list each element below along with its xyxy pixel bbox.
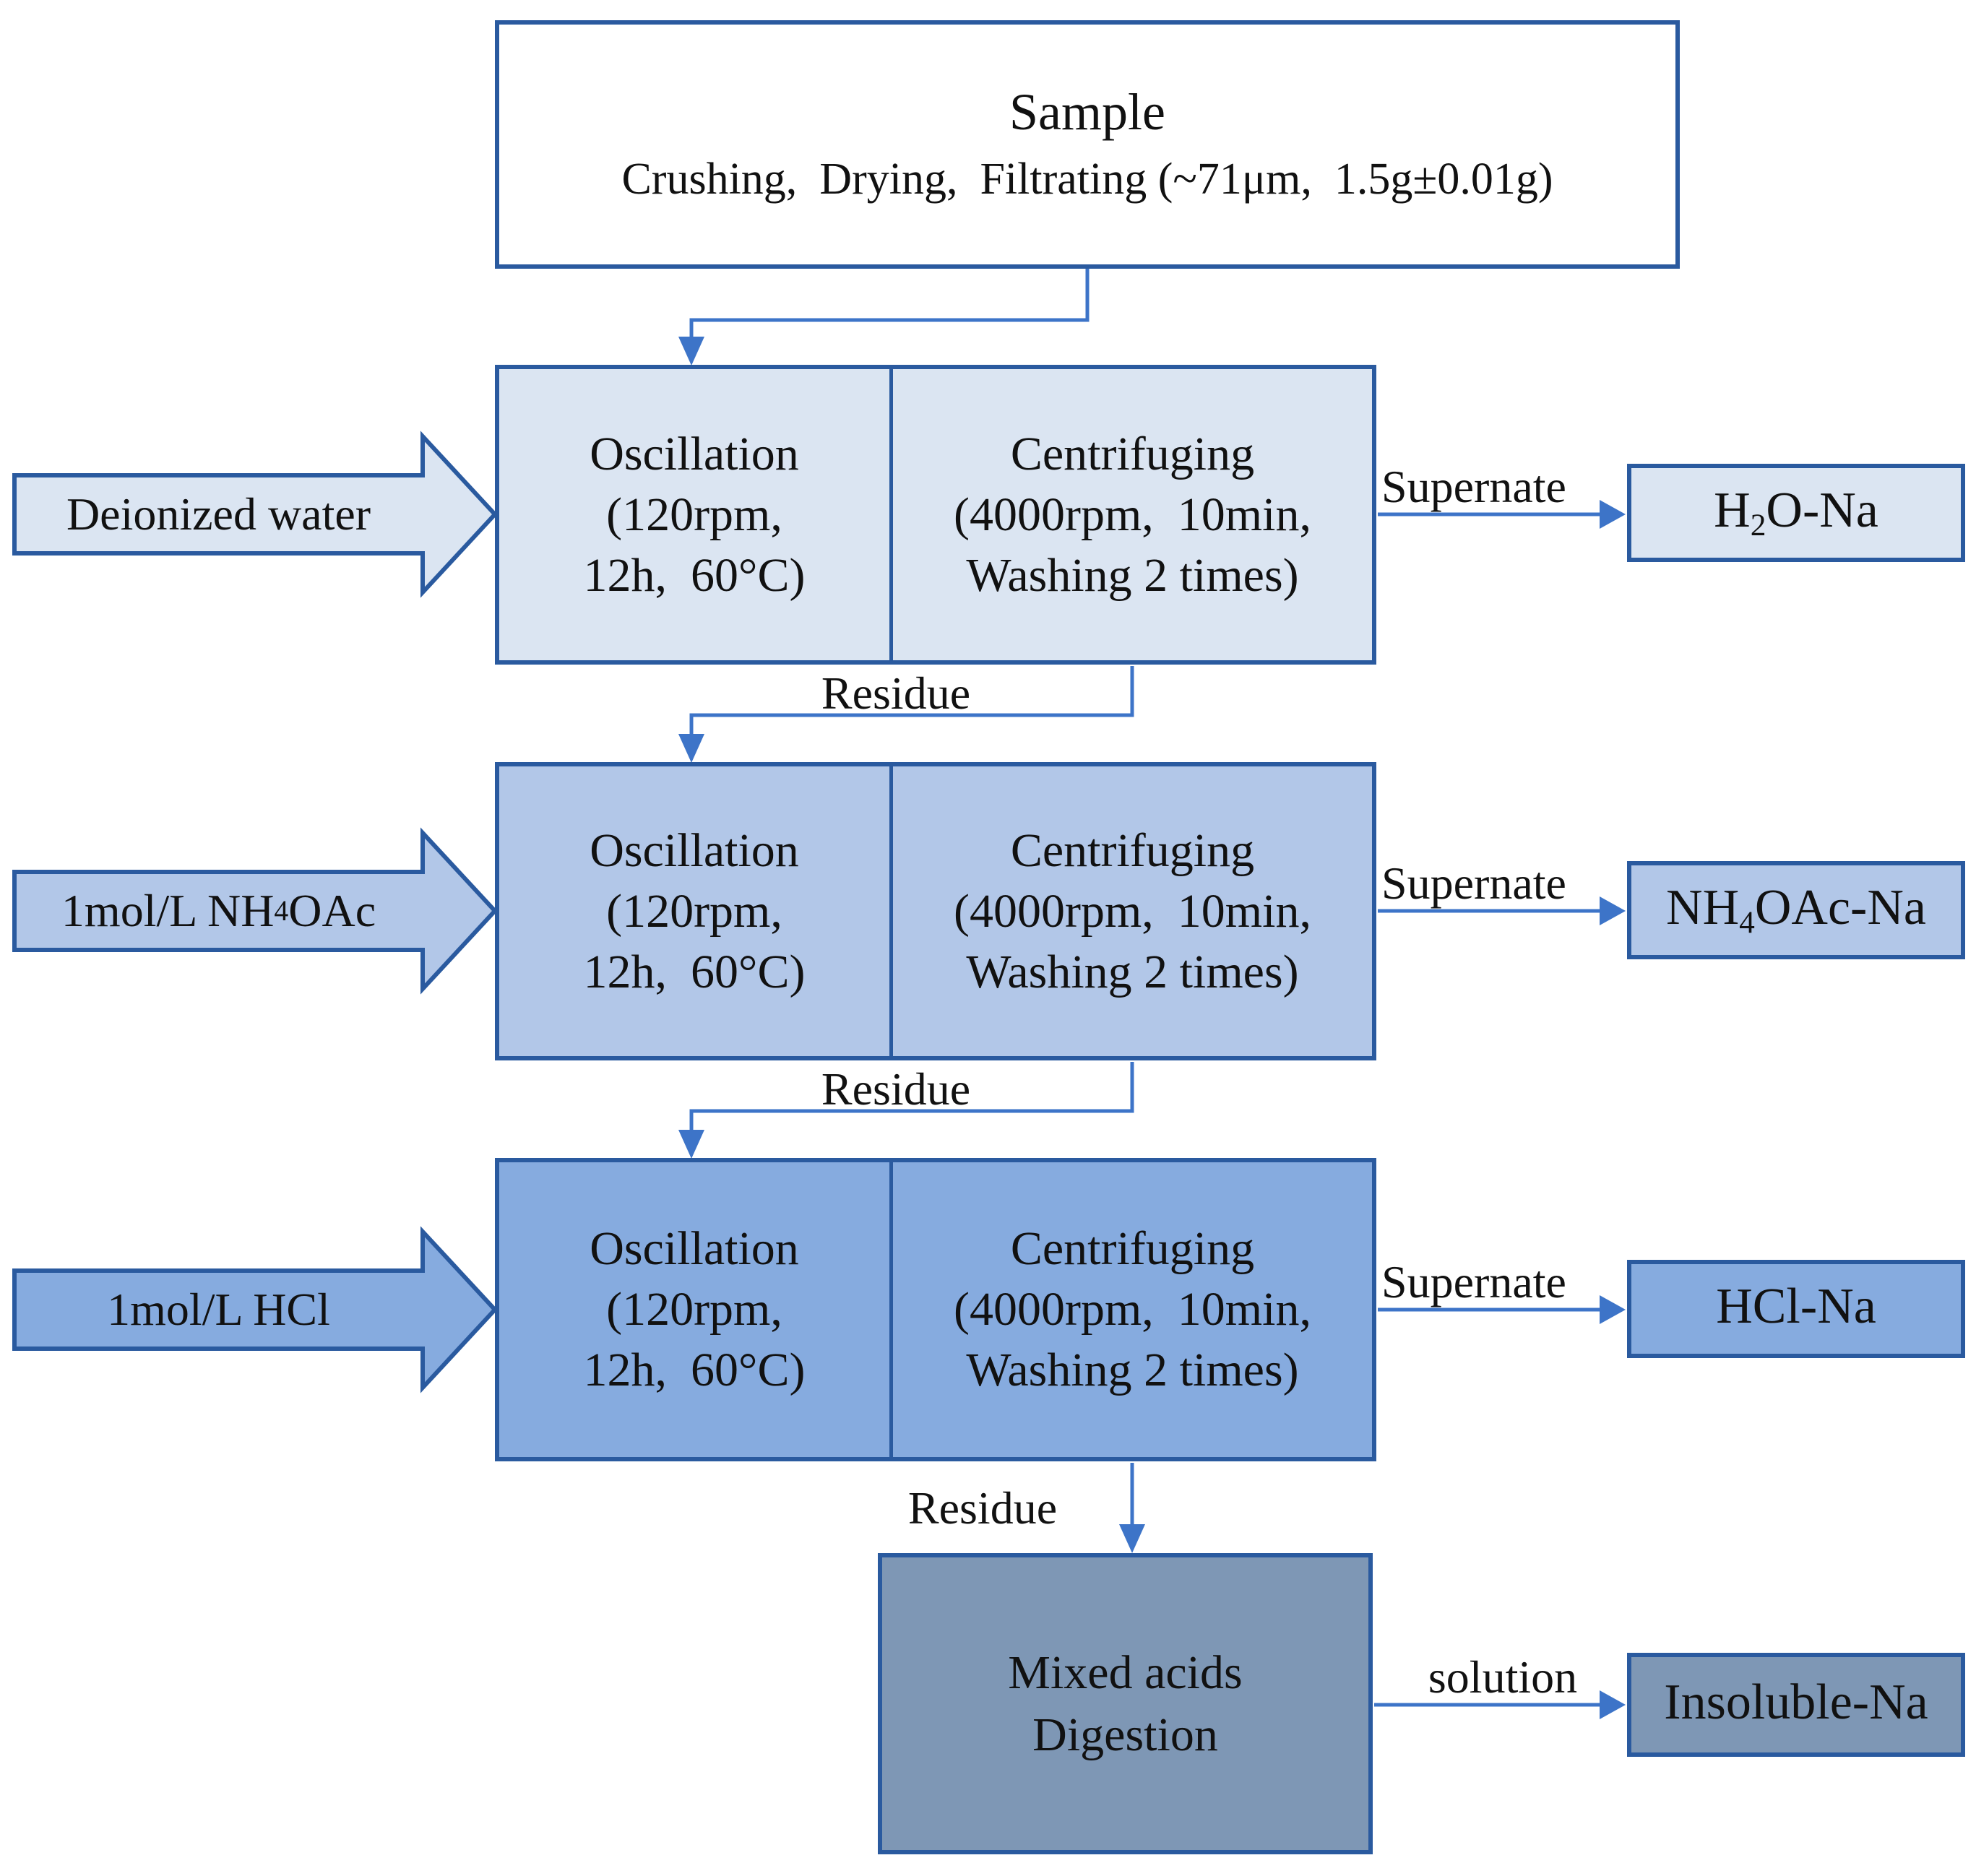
oscillation-line: 12h, 60°C): [583, 548, 806, 602]
solution-label: solution: [1428, 1651, 1578, 1703]
output-label: HCl-Na: [1716, 1278, 1876, 1339]
stage1-centrifuging-cell: Centrifuging (4000rpm, 10min, Washing 2 …: [893, 369, 1372, 660]
supernate-label-3: Supernate: [1381, 1256, 1566, 1307]
output-subscript: 2: [1750, 508, 1766, 543]
oscillation-line: (120rpm,: [606, 884, 782, 938]
output-text: HCl-Na: [1716, 1279, 1876, 1335]
output-box-hcl-na: HCl-Na: [1627, 1260, 1965, 1358]
stage2-oscillation-cell: Oscillation (120rpm, 12h, 60°C): [499, 766, 889, 1056]
centrifuging-line: (4000rpm, 10min,: [954, 488, 1311, 541]
reagent-text: 1mol/L NH: [61, 885, 275, 936]
digestion-box: Mixed acids Digestion: [878, 1553, 1373, 1854]
output-box-insoluble-na: Insoluble-Na: [1627, 1653, 1965, 1757]
oscillation-line: 12h, 60°C): [583, 945, 806, 998]
output-text: O-Na: [1766, 483, 1878, 539]
centrifuging-line: Centrifuging: [1010, 824, 1255, 877]
reagent-label-deionized-water: Deionized water: [14, 485, 423, 543]
residue-label-2: Residue: [821, 1063, 971, 1115]
sample-title: Sample: [1009, 83, 1165, 141]
stage3-cell-divider: [889, 1162, 893, 1457]
output-text: H: [1714, 483, 1751, 539]
output-label: H2O-Na: [1714, 482, 1878, 543]
centrifuging-line: Washing 2 times): [966, 548, 1299, 602]
sample-preparation-text: Crushing, Drying, Filtrating (~71μm, 1.5…: [621, 155, 1553, 204]
stage2-centrifuging-cell: Centrifuging (4000rpm, 10min, Washing 2 …: [893, 766, 1372, 1056]
stage1-process-box: Oscillation (120rpm, 12h, 60°C) Centrifu…: [495, 365, 1376, 665]
output-label: NH4OAc-Na: [1666, 879, 1926, 941]
reagent-text: OAc: [288, 885, 376, 936]
centrifuging-line: (4000rpm, 10min,: [954, 1283, 1311, 1336]
residue-label-3: Residue: [907, 1482, 1058, 1534]
stage3-oscillation-cell: Oscillation (120rpm, 12h, 60°C): [499, 1162, 889, 1457]
oscillation-line: 12h, 60°C): [583, 1344, 806, 1396]
oscillation-line: Oscillation: [590, 427, 799, 480]
reagent-block-arrow-2: [12, 827, 499, 995]
connector-supernate-1: [1378, 500, 1626, 529]
reagent-text: Deionized water: [66, 488, 371, 540]
output-subscript: 4: [1739, 905, 1755, 941]
supernate-label-1: Supernate: [1381, 461, 1566, 512]
connector-residue-2: [678, 1062, 1134, 1159]
centrifuging-line: Centrifuging: [1010, 1222, 1255, 1275]
digestion-line: Digestion: [1032, 1708, 1218, 1761]
reagent-block-arrow-3: [12, 1226, 499, 1393]
connector-residue-3: [1119, 1463, 1145, 1553]
centrifuging-line: Centrifuging: [1010, 427, 1255, 480]
connector-supernate-3: [1378, 1295, 1626, 1324]
output-text: NH: [1666, 880, 1740, 936]
stage2-process-box: Oscillation (120rpm, 12h, 60°C) Centrifu…: [495, 762, 1376, 1060]
stage1-cell-divider: [889, 369, 893, 660]
reagent-text: 1mol/L HCl: [107, 1284, 330, 1335]
oscillation-line: Oscillation: [590, 1222, 799, 1275]
sample-box: Sample Crushing, Drying, Filtrating (~71…: [495, 20, 1680, 269]
stage2-cell-divider: [889, 766, 893, 1056]
stage1-oscillation-cell: Oscillation (120rpm, 12h, 60°C): [499, 369, 889, 660]
stage3-process-box: Oscillation (120rpm, 12h, 60°C) Centrifu…: [495, 1158, 1376, 1461]
reagent-block-arrow-1: [12, 431, 499, 598]
output-text: Insoluble-Na: [1664, 1674, 1928, 1731]
connector-residue-1: [678, 666, 1134, 763]
residue-label-1: Residue: [821, 667, 971, 719]
stage3-centrifuging-cell: Centrifuging (4000rpm, 10min, Washing 2 …: [893, 1162, 1372, 1457]
output-text: OAc-Na: [1754, 880, 1926, 936]
centrifuging-line: (4000rpm, 10min,: [954, 884, 1311, 938]
reagent-label-hcl: 1mol/L HCl: [14, 1281, 423, 1339]
centrifuging-line: Washing 2 times): [966, 1344, 1299, 1396]
output-label: Insoluble-Na: [1664, 1674, 1928, 1735]
connector-solution: [1374, 1690, 1626, 1719]
centrifuging-line: Washing 2 times): [966, 945, 1299, 998]
output-box-nh4oac-na: NH4OAc-Na: [1627, 861, 1965, 959]
connector-supernate-2: [1378, 896, 1626, 925]
oscillation-line: Oscillation: [590, 824, 799, 877]
oscillation-line: (120rpm,: [606, 488, 782, 541]
supernate-label-2: Supernate: [1381, 857, 1566, 909]
digestion-line: Mixed acids: [1008, 1646, 1243, 1699]
oscillation-line: (120rpm,: [606, 1283, 782, 1336]
output-box-h2o-na: H2O-Na: [1627, 464, 1965, 562]
connector-sample-to-stage1: [678, 269, 1090, 366]
reagent-subscript: 4: [274, 895, 289, 927]
